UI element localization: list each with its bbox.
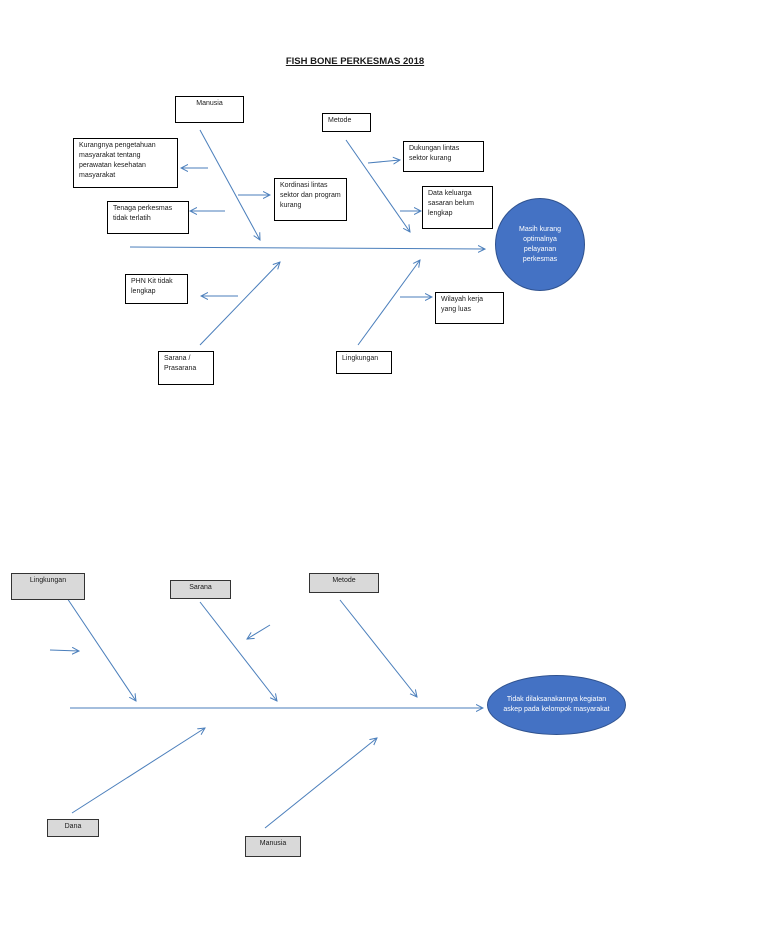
cause-tenaga-perkesmas: Tenaga perkesmas tidak terlatih <box>107 201 189 234</box>
cause-kurangnya-pengetahuan: Kurangnya pengetahuan masyarakat tentang… <box>73 138 178 188</box>
bone-manusia-1 <box>199 129 260 240</box>
arrow-small-left <box>49 650 79 651</box>
arrow-dukungan <box>367 160 400 163</box>
category-metode-2: Metode <box>309 573 379 593</box>
category-lingkungan: Lingkungan <box>336 351 392 374</box>
bone-metode-1 <box>345 139 410 232</box>
category-sarana-prasarana: Sarana / Prasarana <box>158 351 214 385</box>
bone-sarana-2 <box>199 601 277 701</box>
cause-wilayah-kerja: Wilayah kerja yang luas <box>435 292 504 324</box>
category-sarana-2: Sarana <box>170 580 231 599</box>
category-metode: Metode <box>322 113 371 132</box>
cause-koordinasi: Kordinasi lintas sektor dan program kura… <box>274 178 347 221</box>
diagram-title: FISH BONE PERKESMAS 2018 <box>285 56 425 67</box>
cause-dukungan-lintas: Dukungan lintas sektor kurang <box>403 141 484 172</box>
bone-lingkungan-2 <box>66 597 136 701</box>
category-lingkungan-2: Lingkungan <box>11 573 85 600</box>
bone-metode-2 <box>339 599 417 697</box>
category-manusia: Manusia <box>175 96 244 123</box>
bone-lingkungan-1 <box>357 260 420 346</box>
cause-data-keluarga: Data keluarga sasaran belum lengkap <box>422 186 493 229</box>
arrow-small-sarana <box>247 624 271 639</box>
effect-head-2: Tidak dilaksanakannya kegiatan askep pad… <box>487 675 626 735</box>
category-manusia-2: Manusia <box>245 836 301 857</box>
bone-sarana-1 <box>199 262 280 346</box>
category-dana-2: Dana <box>47 819 99 837</box>
cause-phn-kit: PHN Kit tidak lengkap <box>125 274 188 304</box>
effect-head-1: Masih kurang optimalnya pelayanan perkes… <box>495 198 585 291</box>
bone-dana-2 <box>71 728 205 814</box>
bone-manusia-2 <box>264 738 377 829</box>
spine-1 <box>129 247 485 249</box>
